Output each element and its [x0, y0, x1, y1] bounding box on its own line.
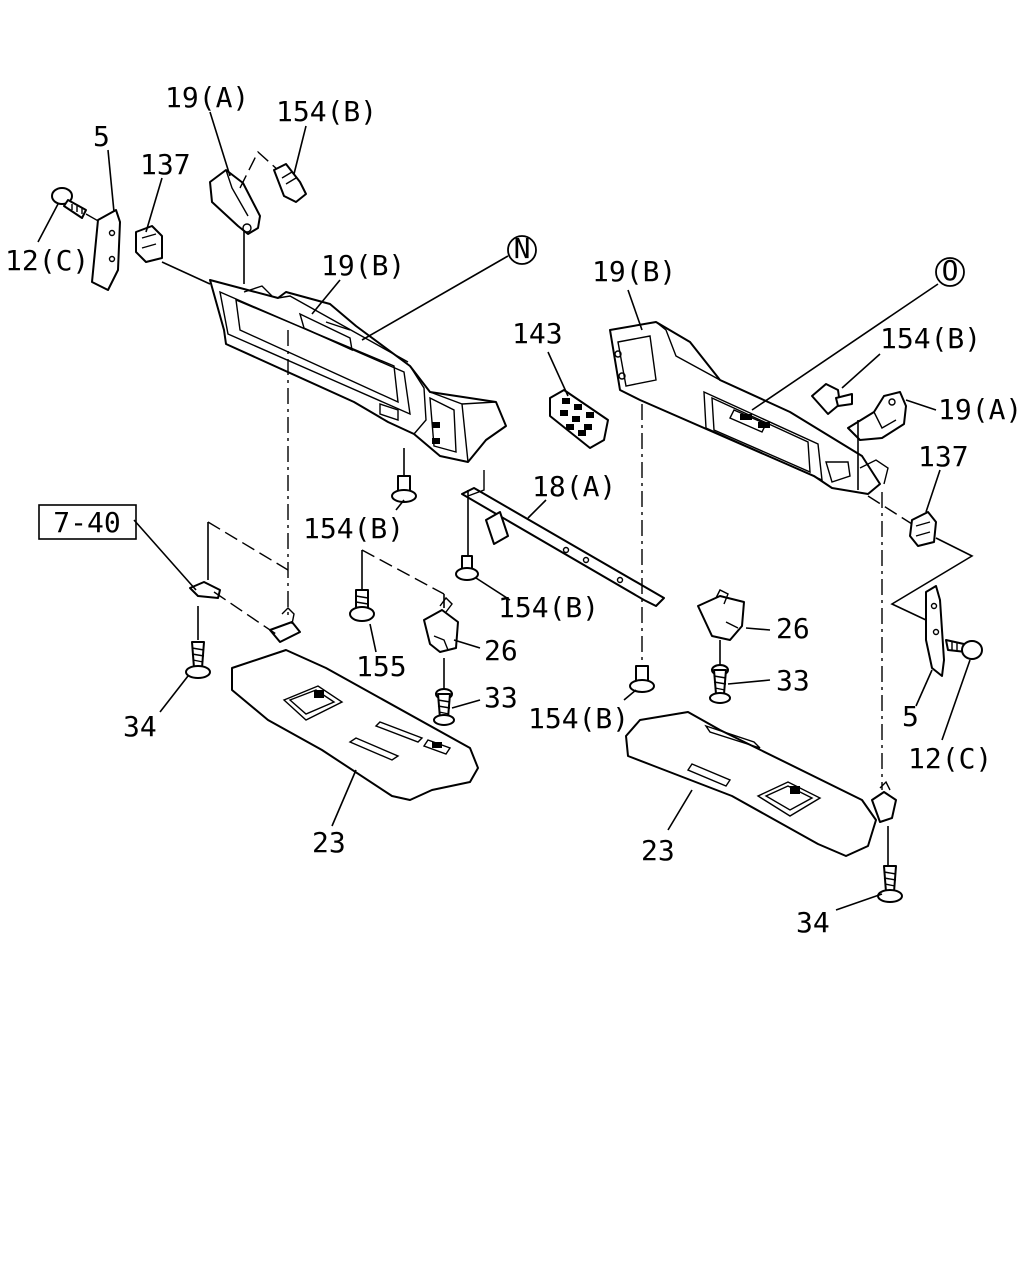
ref-7-40-box: 7-40: [38, 504, 137, 540]
label-143: 143: [512, 317, 563, 350]
label-154b-center: 154(B): [498, 591, 599, 624]
label-5-right: 5: [902, 700, 919, 733]
clip-137-right: [909, 511, 937, 547]
label-154b-right: 154(B): [880, 322, 981, 355]
leader-lines: [37, 111, 971, 911]
visor-hinge-left: [269, 607, 301, 643]
screw-155: [349, 589, 375, 622]
label-34-left: 34: [123, 710, 157, 743]
label-23-right: 23: [641, 834, 675, 867]
label-23-left: 23: [312, 826, 346, 859]
label-19a-left: 19(A): [165, 81, 249, 114]
visor-hinge-right: [871, 780, 897, 823]
label-33-right: 33: [776, 664, 810, 697]
bracket-19a-left: [209, 150, 279, 235]
label-19b-left: 19(B): [321, 249, 405, 282]
ref-n-label: N: [514, 232, 531, 265]
label-18a: 18(A): [532, 470, 616, 503]
label-34-right: 34: [796, 906, 830, 939]
sun-visor-23-right: [625, 711, 877, 857]
holder-26-left: [423, 596, 459, 653]
label-12c-right: 12(C): [908, 742, 992, 775]
label-137-right: 137: [918, 440, 969, 473]
label-26-right: 26: [776, 612, 810, 645]
label-154b-mid-left: 154(B): [303, 512, 404, 545]
housing-19b-left: [209, 279, 507, 463]
holder-26-right: [697, 589, 745, 641]
screw-33-right: [709, 664, 731, 704]
bolt-154b-center: [455, 555, 479, 581]
label-19b-right: 19(B): [592, 255, 676, 288]
plate-5-left: [91, 209, 121, 291]
plate-5-right: [925, 585, 945, 677]
clip-137-left: [135, 225, 163, 263]
ref-n-callout: N: [507, 232, 537, 265]
stay-18a: [461, 470, 665, 607]
screw-34-right: [877, 865, 903, 903]
sun-visor-23-left: [231, 649, 479, 801]
label-26-left: 26: [484, 634, 518, 667]
bolt-154b-right: [811, 383, 853, 415]
label-33-left: 33: [484, 681, 518, 714]
bolt-154b-center-left: [391, 475, 417, 503]
bolt-154b-top-left: [273, 163, 307, 203]
ref-o-label: O: [942, 254, 959, 287]
label-137-left: 137: [140, 148, 191, 181]
callout-labels: 19(A) 154(B) 5 137 12(C) 19(B) 154(B) 15…: [5, 81, 1022, 939]
bracket-19a-right: [847, 391, 907, 441]
screw-33-left: [433, 688, 455, 726]
grille-143: [549, 389, 609, 449]
label-12c-left: 12(C): [5, 244, 89, 277]
label-154b-center-low: 154(B): [528, 702, 629, 735]
label-5-left: 5: [93, 120, 110, 153]
clip-7-40: [189, 581, 221, 599]
label-19a-right: 19(A): [938, 393, 1022, 426]
assembly-lines: [161, 230, 974, 866]
housing-19b-right: [609, 321, 889, 495]
label-155: 155: [356, 650, 407, 683]
ref-o-callout: O: [935, 254, 965, 287]
label-154b-top-left: 154(B): [276, 95, 377, 128]
screw-34-left: [185, 641, 211, 679]
screw-12c-right: [945, 639, 983, 660]
bolt-154b-center-right: [629, 665, 655, 693]
ref-7-40-label: 7-40: [53, 506, 120, 539]
screw-12c-left: [51, 187, 101, 223]
